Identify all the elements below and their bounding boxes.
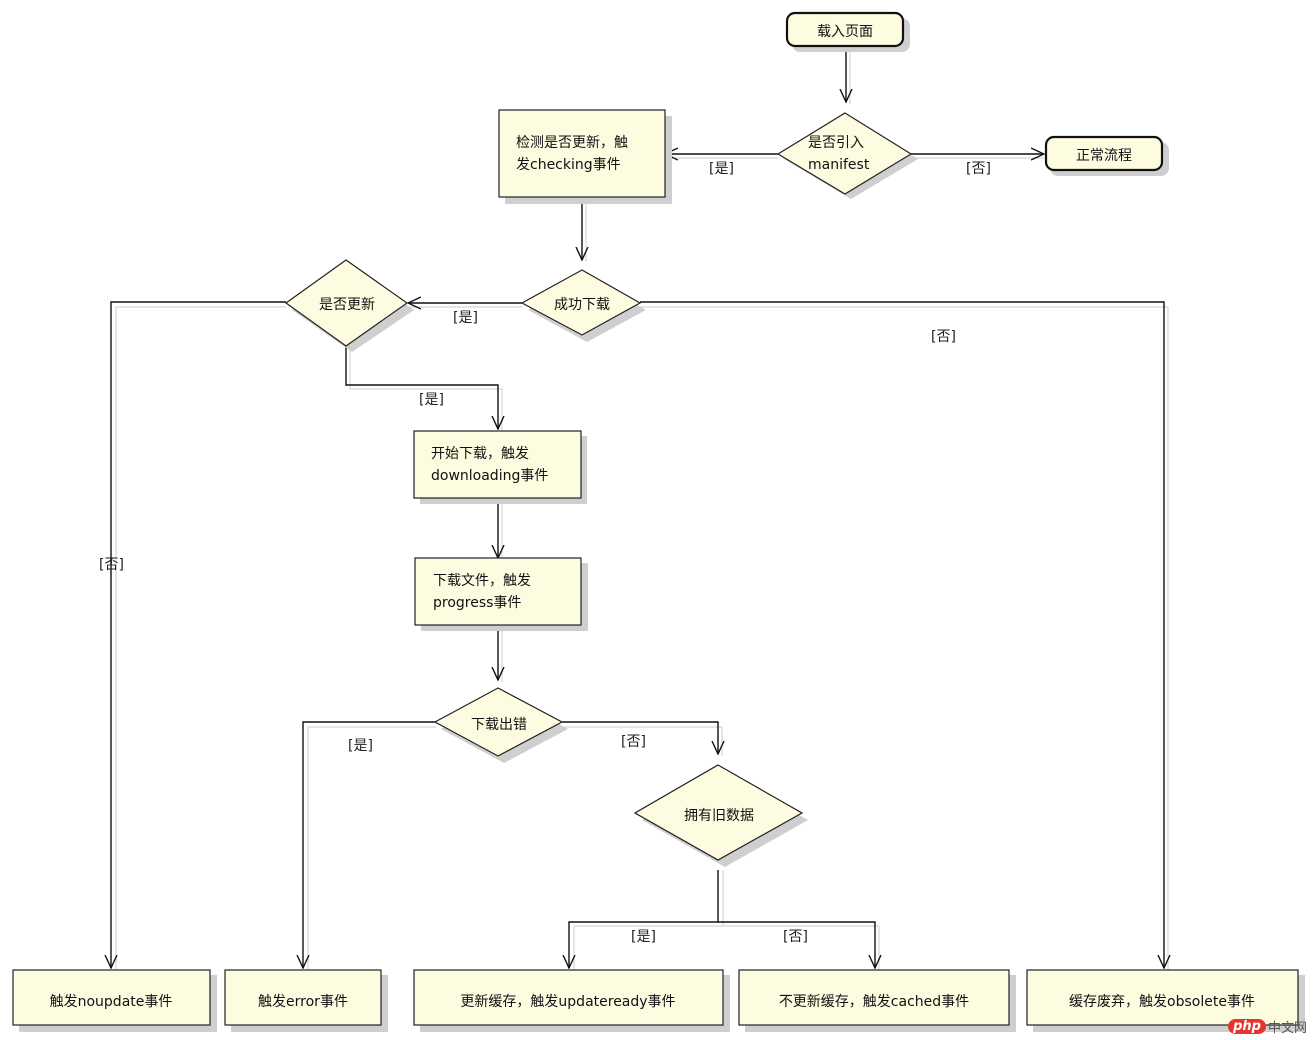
- edge-load-to-manifest: [846, 46, 850, 104]
- edge-success-yes: [408, 303, 522, 307]
- edge-error-yes: [303, 721, 436, 970]
- node-check-update: 检测是否更新，触 发checking事件: [498, 109, 672, 204]
- edge-files-to-error: [498, 625, 502, 682]
- edge-check-to-success: [582, 197, 586, 262]
- node-check-update-line1: 检测是否更新，触: [516, 135, 628, 151]
- node-start-download-line2: downloading事件: [431, 468, 548, 484]
- node-start-download-line1: 开始下载，触发: [431, 446, 529, 462]
- edge-start-to-files: [498, 498, 502, 560]
- edge-label-success-yes: [是]: [453, 310, 478, 326]
- node-no-update-cache-label: 不更新缓存，触发cached事件: [779, 994, 969, 1010]
- node-normal-flow-label: 正常流程: [1076, 148, 1132, 164]
- node-has-manifest-line1: 是否引入: [808, 135, 864, 151]
- edge-label-error-no: [否]: [621, 734, 646, 750]
- node-download-error-label: 下载出错: [471, 717, 527, 733]
- edge-label-success-no: [否]: [931, 329, 956, 345]
- node-download-error: 下载出错: [433, 687, 568, 763]
- edge-manifest-yes: [665, 154, 778, 158]
- node-fire-error-label: 触发error事件: [258, 994, 348, 1010]
- node-has-old-data: 拥有旧数据: [633, 764, 808, 867]
- node-obsolete-cache-label: 缓存废弃，触发obsolete事件: [1069, 994, 1255, 1010]
- node-fire-noupdate: 触发noupdate事件: [12, 969, 217, 1032]
- node-load-page-label: 载入页面: [817, 24, 873, 40]
- edge-manifest-no: [911, 154, 1046, 158]
- node-download-success: 成功下载: [520, 269, 646, 342]
- watermark-name: 中文网: [1267, 1021, 1307, 1036]
- node-has-old-data-label: 拥有旧数据: [684, 808, 754, 824]
- node-start-download: 开始下载，触发 downloading事件: [413, 430, 587, 504]
- edge-label-updated-no: [否]: [99, 557, 124, 573]
- watermark-logo: php: [1228, 1019, 1266, 1034]
- node-download-success-label: 成功下载: [554, 297, 610, 313]
- node-has-manifest-line2: manifest: [808, 157, 870, 173]
- node-update-cache-label: 更新缓存，触发updateready事件: [460, 994, 675, 1010]
- edge-label-old-data-yes: [是]: [631, 929, 656, 945]
- node-no-update-cache: 不更新缓存，触发cached事件: [738, 969, 1016, 1032]
- node-check-update-line2: 发checking事件: [516, 157, 621, 173]
- node-download-files: 下载文件，触发 progress事件: [414, 557, 588, 631]
- watermark: php 中文网: [1228, 1017, 1307, 1036]
- edge-updated-yes: [345, 346, 502, 431]
- node-normal-flow: 正常流程: [1044, 135, 1169, 176]
- edge-error-no: [562, 721, 722, 756]
- edge-label-old-data-no: [否]: [783, 929, 808, 945]
- edge-label-manifest-yes: [是]: [709, 161, 734, 177]
- node-is-updated: 是否更新: [284, 259, 414, 352]
- node-update-cache: 更新缓存，触发updateready事件: [413, 969, 730, 1032]
- node-download-files-line1: 下载文件，触发: [433, 573, 531, 589]
- node-download-files-line2: progress事件: [433, 595, 521, 611]
- edge-old-data-branches: [569, 870, 879, 970]
- edge-label-error-yes: [是]: [348, 738, 373, 754]
- node-is-updated-label: 是否更新: [319, 297, 375, 313]
- node-has-manifest: 是否引入 manifest: [776, 112, 918, 199]
- node-fire-error: 触发error事件: [224, 969, 388, 1032]
- edge-success-no: [640, 301, 1168, 970]
- edge-label-updated-yes: [是]: [419, 392, 444, 408]
- node-fire-noupdate-label: 触发noupdate事件: [50, 994, 173, 1010]
- node-load-page: 载入页面: [785, 11, 910, 52]
- edge-label-manifest-no: [否]: [966, 161, 991, 177]
- edge-updated-no: [111, 301, 286, 970]
